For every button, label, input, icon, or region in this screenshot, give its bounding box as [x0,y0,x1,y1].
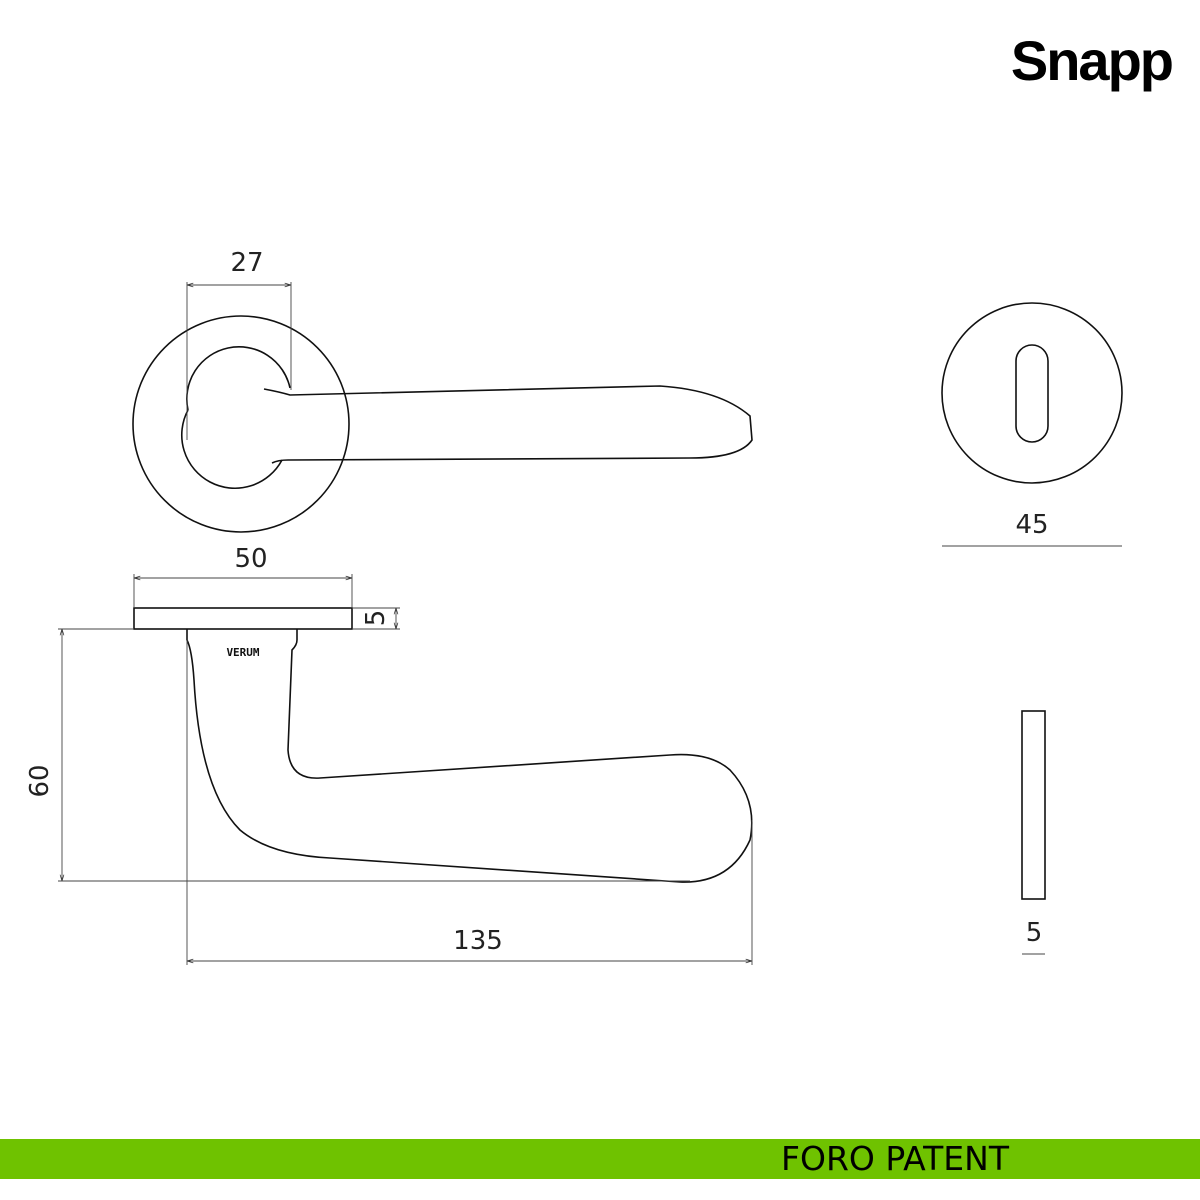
footer-band [0,1139,1200,1179]
dim-rosette-thickness: 5 [361,610,391,627]
neck-outline [181,409,283,489]
lever-top-view [132,315,753,533]
rosette-outline [132,315,350,533]
rosette-side [133,607,353,630]
escutcheon-side [1021,710,1046,900]
verum-stamp: VERUM [226,646,259,659]
dim-rosette-diameter: 50 [234,544,267,574]
keyhole [1015,344,1049,443]
lever-grip-top [263,385,753,464]
dim-lever-height: 60 [25,764,55,797]
lever-side-outline [186,629,753,883]
dim-escutcheon-thickness: 5 [1026,918,1043,948]
dim-lever-length: 135 [453,926,503,956]
dim-escutcheon-diameter: 45 [1015,510,1048,540]
lever-side-view [133,607,753,883]
footer-label: FORO PATENT [781,1139,1010,1178]
dimension-lines [58,282,1122,965]
brand-logo: Snapp [1010,29,1174,92]
escutcheon-front [941,302,1123,484]
dim-grip-diameter: 27 [230,248,263,278]
